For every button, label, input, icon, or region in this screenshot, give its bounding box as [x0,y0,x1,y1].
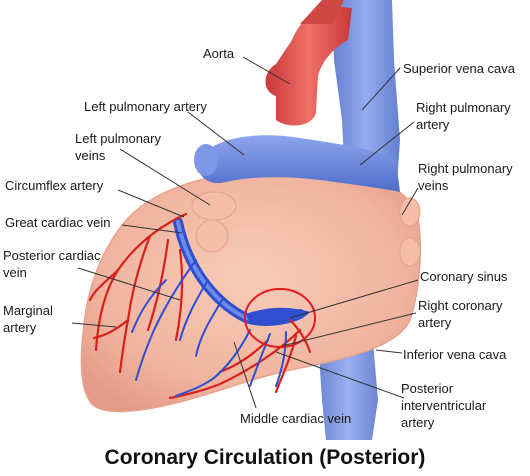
label-coronary-sinus: Coronary sinus [420,269,508,284]
label-right-pulmonary-veins: Right pulmonary veins [418,161,513,193]
label-great-cardiac-vein: Great cardiac vein [5,215,111,230]
label-right-coronary-artery: Right coronary artery [418,298,503,330]
coronary-sinus-highlight [244,288,316,348]
label-posterior-cardiac-vein: Posterior cardiac vein [3,248,101,280]
pulmonary-artery-shape [197,135,400,192]
label-inferior-vena-cava: Inferior vena cava [403,347,507,362]
label-left-pulmonary-veins: Left pulmonary veins [75,131,161,163]
leader-lines [71,56,419,409]
label-posterior-interventricular-artery: Posterior interventricular artery [401,381,487,430]
label-marginal-artery: Marginal artery [3,303,53,335]
coronary-sinus-shape [246,307,310,326]
aorta-shape [265,6,352,126]
vein-branches [131,259,287,397]
diagram-title: Coronary Circulation (Posterior) [104,446,426,469]
label-right-pulmonary-artery: Right pulmonary artery [416,100,511,132]
label-left-pulmonary-artery: Left pulmonary artery [84,99,207,114]
label-superior-vena-cava: Superior vena cava [403,61,516,76]
label-circumflex-artery: Circumflex artery [5,178,104,193]
label-middle-cardiac-vein: Middle cardiac vein [240,411,352,426]
label-aorta: Aorta [203,46,235,61]
